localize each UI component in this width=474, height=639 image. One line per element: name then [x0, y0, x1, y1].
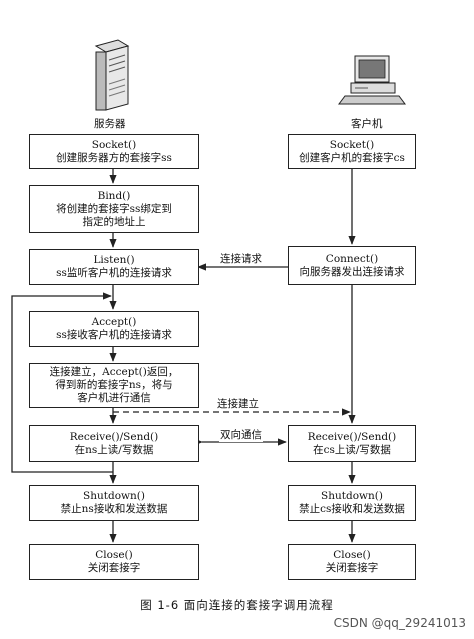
- client-socket-desc: 创建客户机的套接字cs: [299, 151, 405, 164]
- server-bind-title: Bind(): [97, 189, 131, 202]
- server-listen-box: Listen() ss监听客户机的连接请求: [29, 249, 199, 285]
- server-shutdown-title: Shutdown(): [83, 490, 145, 502]
- client-label: 客户机: [350, 116, 384, 131]
- server-accept-box: Accept() ss接收客户机的连接请求: [29, 311, 199, 347]
- client-close-box: Close() 关闭套接字: [288, 544, 416, 580]
- connection-established-label: 连接建立: [216, 396, 260, 411]
- server-socket-title: Socket(): [91, 138, 137, 151]
- server-established-line3: 客户机进行通信: [77, 392, 151, 404]
- server-bind-line2: 指定的地址上: [82, 215, 146, 228]
- server-listen-title: Listen(): [93, 254, 135, 266]
- server-label: 服务器: [93, 116, 127, 131]
- two-way-communication-label: 双向通信: [219, 427, 263, 442]
- server-rs-title: Receive()/Send(): [69, 430, 159, 443]
- server-established-line2: 得到新的套接字ns，将与: [55, 379, 173, 391]
- server-receive-send-box: Receive()/Send() 在ns上读/写数据: [29, 425, 199, 462]
- client-socket-box: Socket() 创建客户机的套接字cs: [288, 134, 416, 169]
- client-shutdown-desc: 禁止cs接收和发送数据: [299, 503, 405, 515]
- server-socket-desc: 创建服务器方的套接字ss: [56, 151, 172, 164]
- client-close-desc: 关闭套接字: [325, 562, 379, 574]
- server-accept-title: Accept(): [91, 316, 137, 328]
- client-connect-box: Connect() 向服务器发出连接请求: [288, 246, 416, 285]
- client-socket-title: Socket(): [329, 138, 375, 151]
- client-rs-title: Receive()/Send(): [307, 430, 397, 443]
- server-established-line1: 连接建立，Accept()返回，: [49, 366, 179, 378]
- server-close-box: Close() 关闭套接字: [29, 544, 199, 580]
- server-established-box: 连接建立，Accept()返回， 得到新的套接字ns，将与 客户机进行通信: [29, 363, 199, 408]
- server-close-desc: 关闭套接字: [87, 562, 141, 574]
- server-accept-desc: ss接收客户机的连接请求: [56, 329, 172, 341]
- server-bind-line1: 将创建的套接字ss绑定到: [56, 202, 172, 215]
- client-connect-title: Connect(): [325, 252, 379, 265]
- server-rs-desc: 在ns上读/写数据: [74, 443, 154, 456]
- client-receive-send-box: Receive()/Send() 在cs上读/写数据: [288, 425, 416, 462]
- figure-caption: 图 1-6 面向连接的套接字调用流程: [140, 598, 334, 612]
- watermark: CSDN @qq_29241013: [333, 616, 466, 630]
- server-bind-box: Bind() 将创建的套接字ss绑定到 指定的地址上: [29, 185, 199, 233]
- client-connect-desc: 向服务器发出连接请求: [299, 265, 405, 278]
- server-tower-icon: [94, 39, 130, 111]
- server-listen-desc: ss监听客户机的连接请求: [56, 267, 172, 279]
- client-rs-desc: 在cs上读/写数据: [313, 443, 391, 456]
- server-shutdown-desc: 禁止ns接收和发送数据: [60, 503, 168, 515]
- server-shutdown-box: Shutdown() 禁止ns接收和发送数据: [29, 485, 199, 521]
- server-socket-box: Socket() 创建服务器方的套接字ss: [29, 134, 199, 169]
- connect-request-label: 连接请求: [219, 251, 263, 266]
- client-shutdown-title: Shutdown(): [321, 490, 383, 502]
- client-close-title: Close(): [333, 549, 371, 561]
- server-close-title: Close(): [95, 549, 133, 561]
- client-shutdown-box: Shutdown() 禁止cs接收和发送数据: [288, 485, 416, 521]
- client-computer-icon: [338, 55, 406, 105]
